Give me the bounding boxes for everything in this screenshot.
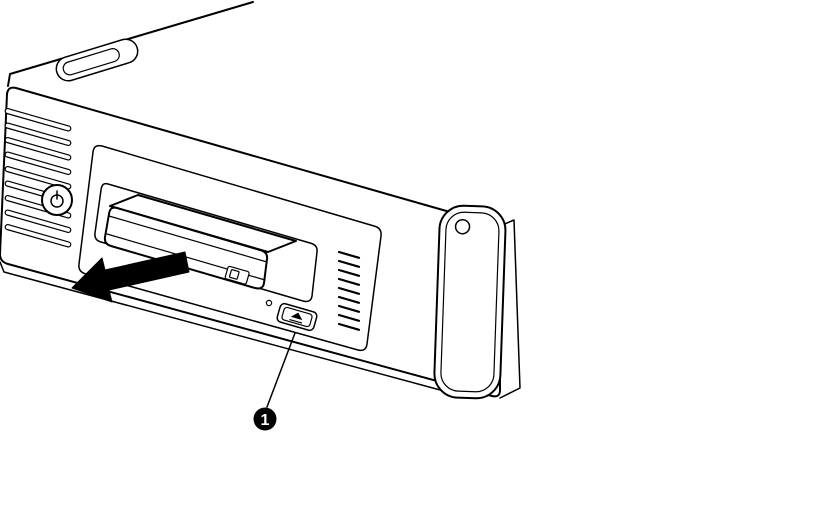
vent-slat bbox=[4, 223, 72, 248]
eject-direction-arrow bbox=[71, 251, 190, 303]
eject-icon bbox=[289, 312, 303, 324]
corner-bumper-outline bbox=[433, 204, 507, 400]
vent-dash bbox=[337, 322, 361, 331]
callout-1: 1 bbox=[253, 332, 296, 431]
chassis-side-edge bbox=[499, 219, 521, 399]
chassis-right-side bbox=[499, 219, 521, 399]
vent-dash bbox=[337, 250, 361, 259]
vent-slat bbox=[4, 136, 72, 161]
cartridge-slot bbox=[94, 182, 318, 303]
eject-button bbox=[276, 302, 318, 332]
corner-bumper-pin bbox=[454, 218, 471, 235]
vent-slat bbox=[4, 151, 72, 176]
vent-dash bbox=[337, 277, 361, 286]
vent-dash bbox=[337, 259, 361, 268]
callout-leader-line bbox=[266, 332, 296, 408]
status-led bbox=[265, 299, 273, 307]
chassis-base-edge bbox=[0, 261, 456, 395]
cartridge-lid-seam bbox=[108, 215, 268, 263]
corner-bumper bbox=[433, 204, 507, 400]
vent-dash bbox=[337, 304, 361, 313]
right-vent-grille bbox=[337, 250, 361, 331]
write-protect-switch bbox=[224, 265, 250, 285]
vent-dash bbox=[337, 313, 361, 322]
left-vent-grille bbox=[4, 107, 72, 248]
callout-1-label: 1 bbox=[261, 412, 270, 429]
chassis-top-edge bbox=[7, 1, 254, 87]
tape-cartridge bbox=[103, 194, 297, 290]
vent-slat bbox=[4, 165, 72, 190]
vent-dash bbox=[337, 268, 361, 277]
power-icon bbox=[50, 190, 64, 208]
corner-bumper-inner-line bbox=[440, 211, 500, 393]
vent-dash bbox=[337, 295, 361, 304]
vent-slat bbox=[4, 209, 72, 234]
vent-slat bbox=[4, 107, 72, 132]
front-bezel bbox=[78, 144, 382, 352]
power-button-outline bbox=[41, 184, 73, 216]
vent-slat bbox=[4, 122, 72, 147]
power-button bbox=[41, 184, 73, 216]
top-latch-groove bbox=[62, 48, 120, 76]
top-latch bbox=[55, 38, 139, 82]
callout-1-bubble bbox=[253, 407, 277, 431]
vent-dash bbox=[337, 286, 361, 295]
